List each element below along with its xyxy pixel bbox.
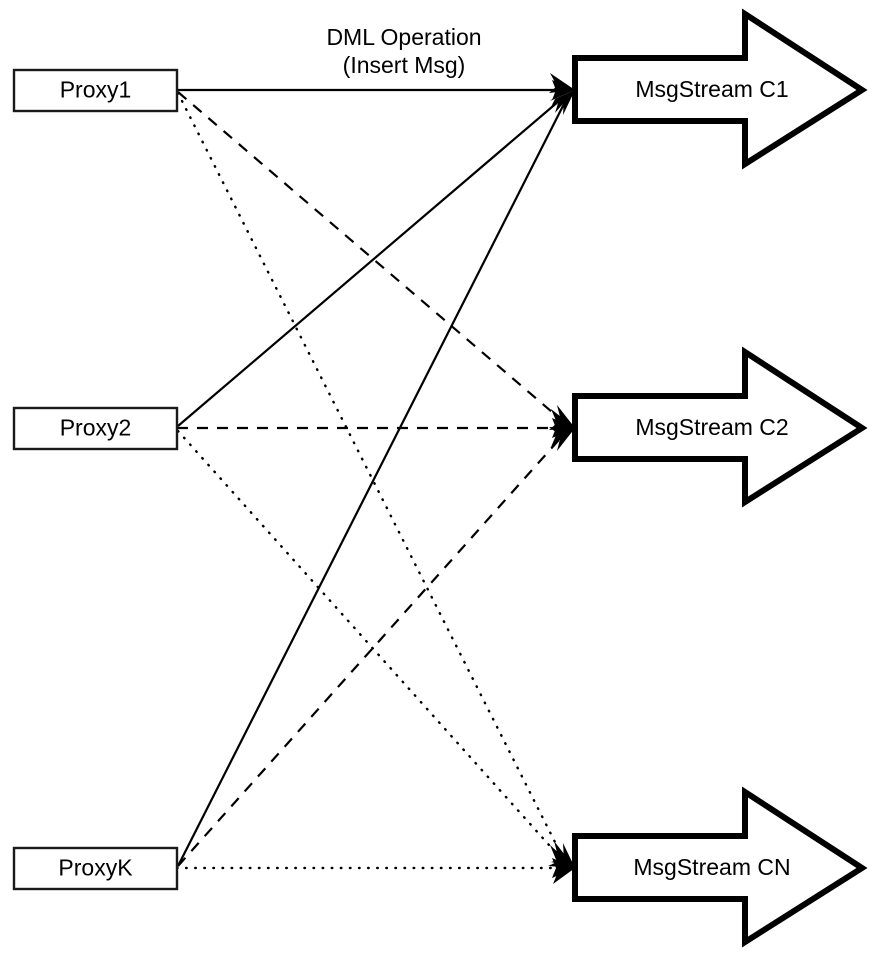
proxy2-label: Proxy2 <box>60 415 132 441</box>
proxy-node-proxyk[interactable]: ProxyK <box>12 846 179 891</box>
proxy-node-proxy2[interactable]: Proxy2 <box>12 406 179 451</box>
msgstream-c2-label: MsgStream C2 <box>635 414 788 440</box>
arrowheads-cn <box>548 841 575 884</box>
dml-annotation-line1: DML Operation <box>326 24 481 50</box>
edge-proxy2-to-c1 <box>177 94 567 427</box>
arrowhead-c1-b <box>549 73 575 93</box>
edge-proxy1-to-c2 <box>177 91 567 425</box>
arrowhead-c2-e <box>553 428 575 451</box>
stream-node-cn[interactable]: MsgStream CN <box>572 786 868 948</box>
arrowhead-layer <box>548 73 575 884</box>
arrowheads-c1 <box>549 73 575 115</box>
edge-proxy1-to-cn <box>176 91 568 866</box>
proxy1-box[interactable] <box>12 68 179 113</box>
msgstream-c1-arrow-shape[interactable] <box>572 8 868 170</box>
msgstream-cn-arrow-shape[interactable] <box>572 786 868 948</box>
proxy-node-proxy1[interactable]: Proxy1 <box>12 68 179 113</box>
proxy1-label: Proxy1 <box>60 77 132 103</box>
arrowhead-c2-d <box>553 405 575 428</box>
stream-node-c2[interactable]: MsgStream C2 <box>572 346 868 508</box>
edge-proxyk-to-c2 <box>177 431 567 867</box>
proxyk-box[interactable] <box>12 846 179 891</box>
msgstream-c2-arrow-shape[interactable] <box>572 346 868 508</box>
msgstream-c1-label: MsgStream C1 <box>635 76 788 102</box>
edge-layer <box>175 88 569 870</box>
arrowhead-cn-e <box>551 868 575 884</box>
stream-node-c1[interactable]: MsgStream C1 <box>572 8 868 170</box>
dml-annotation-line2: (Insert Msg) <box>343 52 466 78</box>
dml-operation-annotation: DML Operation (Insert Msg) <box>326 24 481 78</box>
proxyk-label: ProxyK <box>58 855 133 881</box>
msgstream-cn-label: MsgStream CN <box>633 854 790 880</box>
proxy2-box[interactable] <box>12 406 179 451</box>
arrowheads-c2 <box>549 405 575 451</box>
arrowhead-cn-d <box>556 843 575 868</box>
arrowhead-c1-e <box>556 90 575 115</box>
edge-proxyk-to-c1 <box>177 95 569 867</box>
edge-proxy2-to-cn <box>176 429 568 866</box>
